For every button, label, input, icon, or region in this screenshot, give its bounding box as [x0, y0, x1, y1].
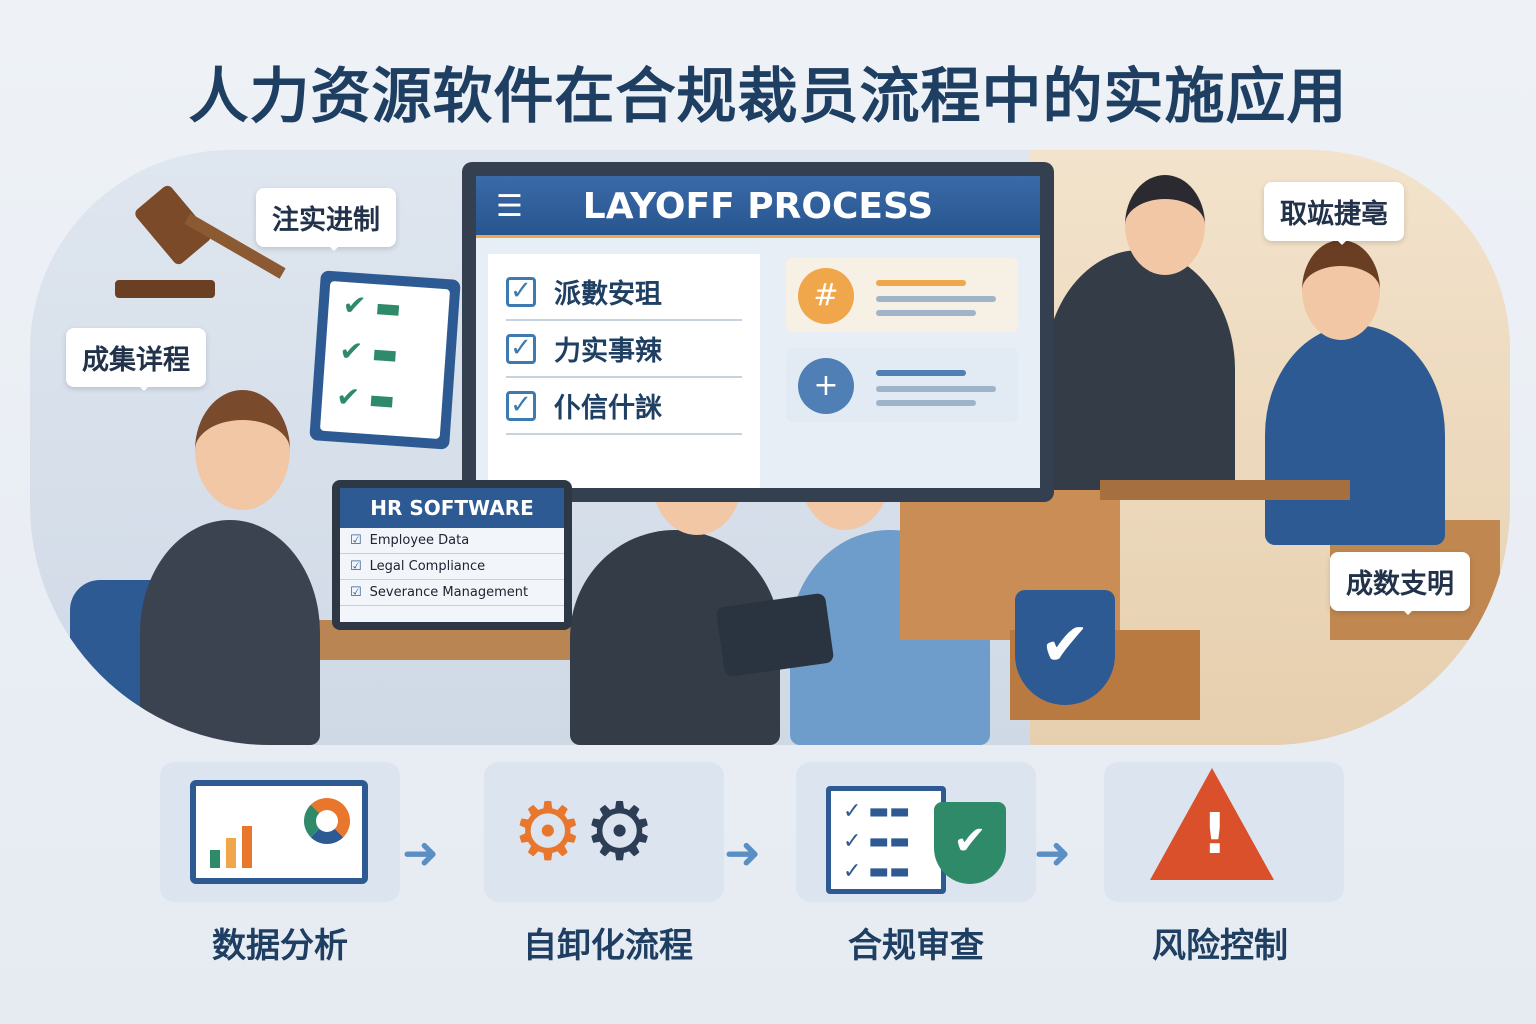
checklist-item: ✓ 力实事辣 [506, 321, 742, 378]
manager-woman-head [1302, 240, 1380, 340]
laptop-item: ☑ Severance Management [340, 580, 564, 606]
info-card: # [786, 258, 1018, 332]
step-label: 数据分析 [212, 926, 348, 966]
gears-icon: ⚙⚙ [512, 785, 656, 878]
screen-heading: LAYOFF PROCESS [582, 186, 934, 227]
laptop-item-label: Employee Data [369, 533, 470, 548]
manager-man [1045, 250, 1235, 490]
desk-office [1100, 480, 1350, 500]
laptop-item-label: Severance Management [369, 585, 529, 600]
arrow-right-icon: ➜ [402, 828, 439, 879]
laptop: HR SOFTWARE ☑ Employee Data ☑ Legal Compli… [332, 480, 572, 630]
laptop-item-label: Legal Compliance [369, 559, 486, 574]
exclamation-mark: ! [1202, 802, 1228, 867]
arrow-right-icon: ➜ [724, 828, 761, 879]
checkbox-checked[interactable]: ✓ [506, 333, 536, 364]
checkbox-checked[interactable]: ✓ [506, 390, 536, 421]
checklist-label: 派數安珇 [554, 279, 662, 310]
manager-man-head [1125, 175, 1205, 275]
check-icon: ☑ [350, 585, 362, 600]
clipboard-icon: ✔ ▬✔ ▬✔ ▬ [309, 270, 461, 450]
monitor-screen: ☰ LAYOFF PROCESS ✓ 派數安珇 ✓ 力实事辣 ✓ 仆信什詸 # + [476, 176, 1040, 488]
step-label: 合规审查 [848, 926, 984, 966]
shield-check-icon: ✔ [1015, 590, 1115, 705]
gavel-icon [115, 280, 215, 298]
speech-bubble: 成数支明 [1330, 552, 1470, 615]
monitor: ☰ LAYOFF PROCESS ✓ 派數安珇 ✓ 力实事辣 ✓ 仆信什詸 # + [462, 162, 1054, 502]
speech-bubble: 注实进制 [256, 188, 396, 251]
screen-header: ☰ LAYOFF PROCESS [476, 176, 1040, 238]
checklist-label: 力实事辣 [554, 336, 662, 367]
speech-bubble: 取竑捷亳 [1264, 182, 1404, 245]
manager-woman [1265, 325, 1445, 545]
menu-icon[interactable]: ☰ [496, 189, 523, 224]
checkbox-checked[interactable]: ✓ [506, 276, 536, 307]
step-card-risk: ! [1104, 762, 1344, 902]
info-card: + [786, 348, 1018, 422]
analytics-chart-icon [190, 780, 368, 884]
page-title: 人力资源软件在合规裁员流程中的实施应用 [188, 62, 1348, 132]
arrow-right-icon: ➜ [1034, 828, 1071, 879]
checklist-item: ✓ 仆信什詸 [506, 378, 742, 435]
laptop-heading: HR SOFTWARE [340, 488, 564, 528]
checklist: ✓ 派數安珇 ✓ 力实事辣 ✓ 仆信什詸 [488, 254, 760, 488]
step-label: 自卸化流程 [523, 926, 693, 966]
checklist-item: ✓ 派數安珇 [506, 264, 742, 321]
plus-icon: + [798, 358, 854, 414]
step-card-analytics [160, 762, 400, 902]
woman-hr-head [195, 390, 290, 510]
hash-icon: # [798, 268, 854, 324]
speech-bubble: 成集详程 [66, 328, 206, 391]
warning-icon [1150, 768, 1274, 880]
laptop-item: ☑ Legal Compliance [340, 554, 564, 580]
step-card-automation: ⚙⚙ [484, 762, 724, 902]
check-icon: ☑ [350, 559, 362, 574]
checklist-shield-icon: ✓ ▬▬✓ ▬▬✓ ▬▬ [826, 786, 946, 894]
laptop-item: ☑ Employee Data [340, 528, 564, 554]
check-icon: ☑ [350, 533, 362, 548]
checklist-label: 仆信什詸 [554, 393, 662, 424]
laptop-screen: HR SOFTWARE ☑ Employee Data ☑ Legal Compli… [340, 488, 564, 622]
step-card-compliance: ✓ ▬▬✓ ▬▬✓ ▬▬ ✔ [796, 762, 1036, 902]
woman-hr [140, 520, 320, 745]
step-label: 风险控制 [1152, 926, 1288, 966]
shield-icon: ✔ [934, 802, 1006, 884]
